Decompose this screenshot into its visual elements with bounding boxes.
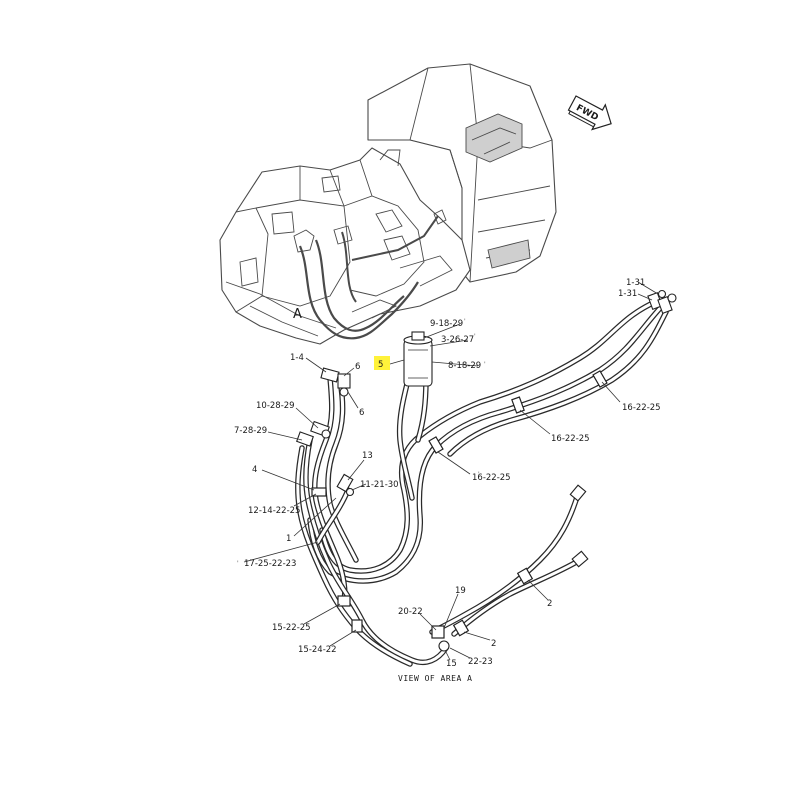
- fittings: [296, 289, 677, 652]
- callout-16-22-25-right: 16-22-25: [622, 403, 661, 413]
- fitting-1-4: [320, 367, 351, 397]
- callout-1-4: 1-4: [290, 353, 304, 363]
- tick-mark-d: ': [478, 471, 480, 478]
- callout-2-right: 2: [547, 599, 552, 609]
- callout-5: 5: [378, 360, 383, 370]
- clamp-12-14-22-25: [311, 487, 327, 497]
- clamp-15-22-25: [337, 595, 351, 607]
- callout-1-31-bottom: 1-31: [618, 289, 637, 299]
- callout-4: 4: [252, 465, 257, 475]
- clamp-16-22-25-mid: [511, 396, 525, 414]
- callout-6-top: 6: [355, 362, 360, 372]
- callout-10-28-29: 10-28-29: [256, 401, 295, 411]
- callout-8-18-29: 8-18-29: [448, 361, 481, 371]
- clamp-16-22-25-left: [428, 436, 444, 454]
- callout-22-23: 22-23: [468, 657, 493, 667]
- filter-element-5: [403, 331, 433, 387]
- callout-2-bottom: 2: [491, 639, 496, 649]
- fitting-15: [438, 640, 450, 652]
- fitting-1-31: [647, 289, 677, 314]
- view-caption: VIEW OF AREA A: [398, 674, 472, 683]
- callout-20-22: 20-22: [398, 607, 423, 617]
- callout-11-21-30: 11-21-30: [360, 480, 399, 490]
- tick-mark-c: ': [484, 361, 486, 368]
- clamp-15-24-22: [351, 619, 363, 633]
- callout-13: 13: [362, 451, 373, 461]
- callout-15: 15: [446, 659, 457, 669]
- fitting-bottom-right-a: [569, 484, 587, 502]
- callout-6-bottom: 6: [359, 408, 364, 418]
- callout-7-28-29: 7-28-29: [234, 426, 267, 436]
- area-a-letter: A: [293, 307, 302, 322]
- callout-1-31-top: 1-31: [626, 278, 645, 288]
- callout-labels: 1-31 1-31 9-18-29 3-26-27 5 8-18-29 1-4 …: [234, 278, 661, 669]
- fwd-arrow-icon: FWD: [567, 95, 612, 131]
- callout-5-highlight: [374, 356, 390, 370]
- callout-16-22-25-mid: 16-22-25: [551, 434, 590, 444]
- tick-mark-b: ': [474, 333, 476, 340]
- fitting-bottom-right-b: [571, 550, 589, 568]
- tick-mark-e: ': [237, 560, 239, 567]
- callout-19: 19: [455, 586, 466, 596]
- leader-lines: [243, 281, 659, 661]
- machine-body: [219, 63, 557, 345]
- clamp-2-right: [516, 567, 534, 585]
- callout-16-22-25-left: 16-22-25: [472, 473, 511, 483]
- callout-15-24-22: 15-24-22: [298, 645, 337, 655]
- callout-17-25-22-23: 17-25-22-23: [244, 559, 296, 569]
- callout-3-26-27: 3-26-27: [441, 335, 474, 345]
- hose-assemblies: [295, 299, 669, 667]
- tick-mark-a: ': [464, 318, 466, 325]
- callout-1: 1: [286, 534, 291, 544]
- callout-15-22-25: 15-22-25: [272, 623, 311, 633]
- clamp-16-22-25-right: [592, 370, 608, 388]
- callout-12-14-22-25: 12-14-22-25: [248, 506, 300, 516]
- callout-9-18-29: 9-18-29: [430, 319, 463, 329]
- fitting-7-28-29: [296, 431, 314, 447]
